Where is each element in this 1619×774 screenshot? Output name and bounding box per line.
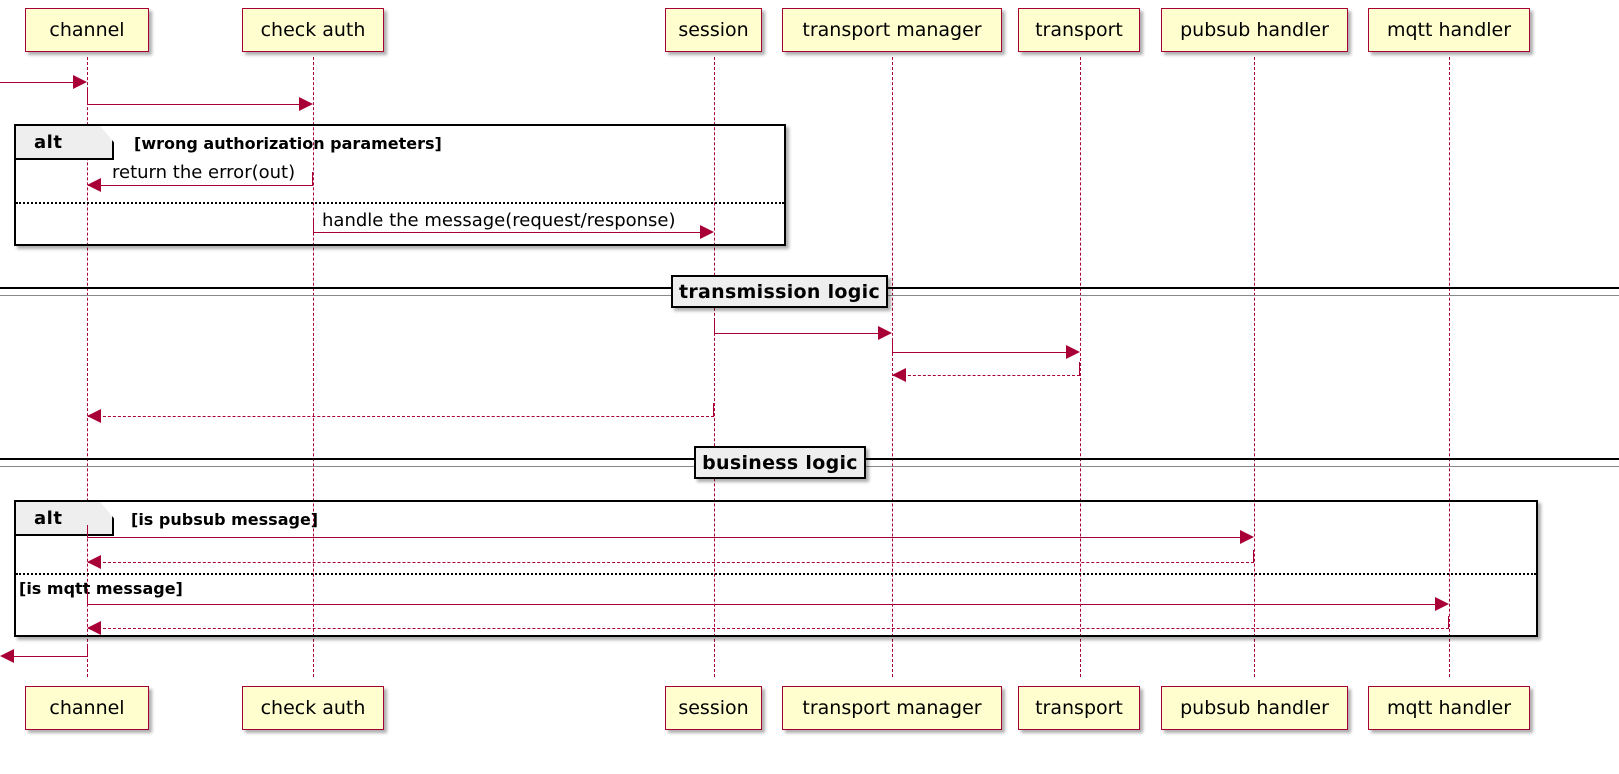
participant-label: session — [678, 696, 749, 719]
group-condition-text: [wrong authorization parameters] — [134, 134, 442, 153]
separator-label: business logic — [702, 451, 858, 474]
participant-session-bottom[interactable]: session — [665, 686, 762, 730]
group-keyword: alt — [34, 131, 63, 153]
stub-mqtt-handler-to-channel — [1448, 616, 1449, 628]
message-channel-to-mqtt-handler — [87, 604, 1436, 605]
lifeline-transport-manager — [892, 57, 893, 677]
arrowhead-channel-to-pubsub-handler — [1240, 530, 1254, 544]
arrowhead-transport-to-transport-manager — [892, 368, 906, 382]
group-alt-message-kind-header: alt — [16, 502, 114, 536]
participant-label: pubsub handler — [1180, 18, 1329, 41]
lifeline-mqtt-handler — [1449, 57, 1450, 677]
stub-channel-to-check-auth — [87, 90, 88, 104]
message-return-the-error — [88, 185, 313, 186]
arrowhead-handle-the-message — [700, 225, 714, 239]
group-keyword: alt — [34, 507, 63, 529]
message-session-to-channel — [88, 416, 714, 417]
stub-session-to-channel — [713, 403, 714, 416]
participant-label: session — [678, 18, 749, 41]
arrowhead-pubsub-handler-to-channel — [87, 555, 101, 569]
message-transport-manager-to-transport — [892, 352, 1067, 353]
stub-transport-manager-to-transport — [892, 339, 893, 352]
separator-transmission-logic: transmission logic — [671, 275, 888, 308]
message-channel-to-external — [12, 656, 88, 657]
participant-pubsub-handler-bottom[interactable]: pubsub handler — [1161, 686, 1348, 730]
lifeline-check-auth — [313, 57, 314, 677]
group-alt-message-kind-condition-1: [is pubsub message] — [131, 512, 318, 528]
message-label-text: return the error(out) — [112, 162, 296, 183]
separator-business-logic: business logic — [694, 446, 866, 479]
arrowhead-mqtt-handler-to-channel — [87, 621, 101, 635]
stub-pubsub-handler-to-channel — [1253, 550, 1254, 562]
participant-transport-bottom[interactable]: transport — [1018, 686, 1140, 730]
group-alt-authorization-header: alt — [16, 126, 114, 160]
message-transport-to-transport-manager — [893, 375, 1080, 376]
participant-label: mqtt handler — [1386, 696, 1512, 719]
stub-channel-to-mqtt-handler — [87, 592, 88, 604]
group-alt-message-kind-divider — [16, 573, 1536, 575]
participant-label: mqtt handler — [1386, 18, 1512, 41]
group-alt-authorization — [14, 124, 786, 246]
participant-mqtt-handler-bottom[interactable]: mqtt handler — [1368, 686, 1530, 730]
group-condition-text: [is pubsub message] — [131, 510, 319, 529]
label-handle-the-message: handle the message(request/response) — [322, 212, 676, 230]
group-condition-text: [is mqtt message] — [19, 579, 183, 598]
lifeline-transport — [1080, 57, 1081, 677]
stub-channel-to-pubsub-handler — [87, 525, 88, 537]
arrowhead-transport-manager-to-transport — [1066, 345, 1080, 359]
group-alt-message-kind — [14, 500, 1538, 637]
participant-transport-manager-top[interactable]: transport manager — [782, 8, 1002, 52]
stub-session-to-transport-manager — [714, 320, 715, 333]
arrowhead-channel-to-external — [0, 649, 14, 663]
participant-label: channel — [49, 696, 125, 719]
stub-handle-the-message — [313, 219, 314, 232]
participant-mqtt-handler-top[interactable]: mqtt handler — [1368, 8, 1530, 52]
lifeline-session — [714, 57, 715, 677]
message-channel-to-check-auth — [87, 104, 300, 105]
label-return-the-error: return the error(out) — [112, 164, 295, 182]
group-alt-authorization-divider — [16, 202, 784, 204]
group-alt-authorization-condition-1: [wrong authorization parameters] — [134, 136, 442, 152]
stub-return-the-error — [312, 172, 313, 185]
message-mqtt-handler-to-channel — [88, 628, 1449, 629]
arrowhead-incoming-external — [73, 75, 87, 89]
message-handle-the-message — [313, 232, 701, 233]
participant-label: pubsub handler — [1180, 696, 1329, 719]
participant-label: transport — [1035, 696, 1123, 719]
stub-channel-to-external — [87, 644, 88, 656]
participant-check-auth-bottom[interactable]: check auth — [242, 686, 384, 730]
message-label-text: handle the message(request/response) — [322, 210, 676, 231]
participant-label: transport manager — [802, 18, 982, 41]
message-pubsub-handler-to-channel — [88, 562, 1254, 563]
participant-label: check auth — [260, 696, 366, 719]
lifeline-channel — [87, 57, 88, 677]
participant-transport-top[interactable]: transport — [1018, 8, 1140, 52]
arrowhead-channel-to-mqtt-handler — [1435, 597, 1449, 611]
message-session-to-transport-manager — [714, 333, 879, 334]
arrowhead-return-the-error — [87, 178, 101, 192]
separator-label: transmission logic — [678, 280, 881, 303]
arrowhead-session-to-channel — [87, 409, 101, 423]
arrowhead-session-to-transport-manager — [878, 326, 892, 340]
participant-channel-bottom[interactable]: channel — [25, 686, 149, 730]
lifeline-pubsub-handler — [1254, 57, 1255, 677]
arrowhead-channel-to-check-auth — [299, 97, 313, 111]
stub-transport-to-transport-manager — [1079, 362, 1080, 375]
participant-transport-manager-bottom[interactable]: transport manager — [782, 686, 1002, 730]
message-incoming-external — [0, 82, 74, 83]
participant-label: transport — [1035, 18, 1123, 41]
participant-channel-top[interactable]: channel — [25, 8, 149, 52]
participant-label: check auth — [260, 18, 366, 41]
participant-pubsub-handler-top[interactable]: pubsub handler — [1161, 8, 1348, 52]
participant-label: transport manager — [802, 696, 982, 719]
group-alt-message-kind-condition-2: [is mqtt message] — [19, 581, 183, 597]
participant-check-auth-top[interactable]: check auth — [242, 8, 384, 52]
message-channel-to-pubsub-handler — [87, 537, 1241, 538]
participant-session-top[interactable]: session — [665, 8, 762, 52]
participant-label: channel — [49, 18, 125, 41]
